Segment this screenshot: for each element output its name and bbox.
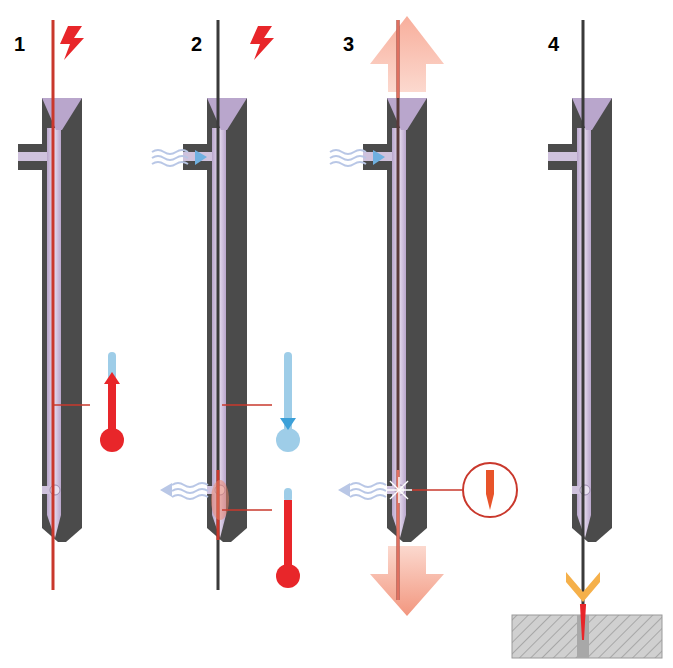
panel-number: 1: [14, 34, 25, 54]
panel-number: 3: [343, 34, 354, 54]
panel-number: 2: [191, 34, 202, 54]
panel-number: 4: [548, 34, 559, 54]
